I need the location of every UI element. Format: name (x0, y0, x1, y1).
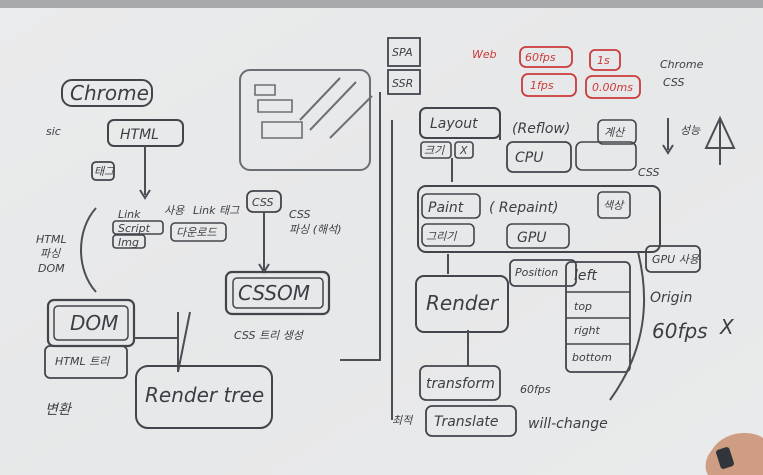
perf-label: 성능 (680, 124, 701, 137)
left-label: left (574, 268, 597, 284)
will-change-label: will-change (528, 416, 608, 432)
right-small-connectors (447, 132, 501, 366)
curve-to-will-change (609, 251, 646, 401)
layout-label: Layout (430, 116, 478, 132)
script-label: Script (118, 222, 151, 235)
board-glare (0, 8, 763, 475)
d1-label: 1s (597, 54, 610, 67)
chrome-title: Chrome (70, 81, 149, 105)
red-annotation-group: Web 60fps 1s 1fps 0.00ms (472, 46, 641, 99)
render-connector-2 (177, 311, 191, 373)
gpu-note-group: GPU 사용 Origin 60fps X (645, 245, 735, 343)
html-parse-3: DOM (38, 262, 65, 275)
css-note-1: CSS (289, 208, 310, 221)
cssom-box-group: CSSOM (224, 270, 331, 316)
css-note-2: 파싱 (해석) (289, 223, 342, 236)
right-label: right (574, 324, 601, 337)
sketch-box-group (239, 69, 373, 171)
note-use: 사용 (164, 204, 185, 217)
spa-ssr-group: SPA SSR (387, 37, 421, 95)
gpu-note: GPU 사용 (652, 253, 700, 266)
render-tree-box-group: Render tree (135, 365, 273, 429)
fps2-label: 60fps (520, 383, 551, 396)
size-x: X (459, 144, 468, 157)
note-link-tag: Link 태그 (193, 204, 240, 217)
render-label: Render (426, 291, 500, 315)
up-arrow (704, 115, 736, 165)
css-right-label: CSS (663, 76, 684, 89)
board-top-frame (0, 0, 763, 8)
cpu-label: CPU (515, 150, 543, 166)
transform-group: transform Translate 60fps will-change 최적 (392, 365, 608, 437)
convert-label: 변환 (45, 402, 73, 418)
paint-box-group: Paint ( Repaint) 그리기 GPU 색상 (417, 185, 661, 253)
d2-label: 1fps (530, 79, 554, 92)
tag-label: 태그 (94, 165, 115, 178)
side-label: sic (46, 125, 61, 138)
bottom-left-label: 최적 (392, 414, 414, 427)
translate-label: Translate (434, 414, 499, 430)
dom-label: DOM (70, 311, 118, 335)
chrome-title-group: Chrome (61, 79, 153, 107)
css-label: CSS (252, 196, 273, 209)
layout-box-group: Layout (Reflow) 크기 X CPU 계산 CSS (419, 107, 659, 179)
gpu-label: GPU (517, 230, 547, 246)
bottom-label: bottom (572, 351, 612, 364)
dom-box-group: DOM HTML 트리 (44, 298, 136, 379)
top-label: top (574, 300, 592, 313)
render-feed-line (340, 92, 381, 361)
arrow-head-3 (662, 144, 674, 155)
arrow-head (139, 189, 151, 200)
fps60-label: 60fps (525, 51, 556, 64)
transform-label: transform (426, 376, 495, 392)
draw-label: 그리기 (426, 230, 457, 243)
cssom-note: CSS 트리 생성 (234, 329, 305, 342)
reflow-label: (Reflow) (512, 121, 570, 137)
html-tree-label: HTML 트리 (55, 355, 110, 368)
resource-list-group: Link Script Img (112, 208, 164, 249)
fps-x-label: X (719, 315, 735, 339)
img-label: Img (118, 236, 139, 249)
html-parse-2: 파싱 (40, 247, 61, 260)
render-position-group: Render Position left top right bottom (415, 259, 631, 373)
css-tiny-label: CSS (638, 166, 659, 179)
tag-box-group: 태그 (91, 161, 115, 181)
origin-label: Origin (650, 290, 692, 306)
paint-label: Paint (428, 200, 464, 216)
color-label: 색상 (603, 199, 625, 212)
web-label: Web (472, 48, 497, 61)
fps-label: 60fps (652, 319, 708, 343)
download-box-group: 다운로드 (170, 222, 227, 242)
render-tree-label: Render tree (145, 383, 264, 407)
left-curve (80, 207, 97, 293)
ssr-label: SSR (392, 77, 413, 90)
cssom-label: CSSOM (238, 281, 310, 305)
presenter-hand (705, 433, 763, 475)
chrome-right-label: Chrome (660, 58, 704, 71)
html-box-label: HTML (120, 127, 159, 143)
d3-label: 0.00ms (592, 81, 633, 94)
size-tag: 크기 (424, 144, 445, 157)
download-label: 다운로드 (176, 226, 217, 239)
link-label: Link (118, 208, 141, 221)
html-parse-1: HTML (36, 233, 67, 246)
repaint-label: ( Repaint) (489, 200, 558, 216)
calc-label: 계산 (604, 126, 626, 139)
spa-label: SPA (392, 46, 413, 59)
position-label: Position (515, 266, 558, 279)
